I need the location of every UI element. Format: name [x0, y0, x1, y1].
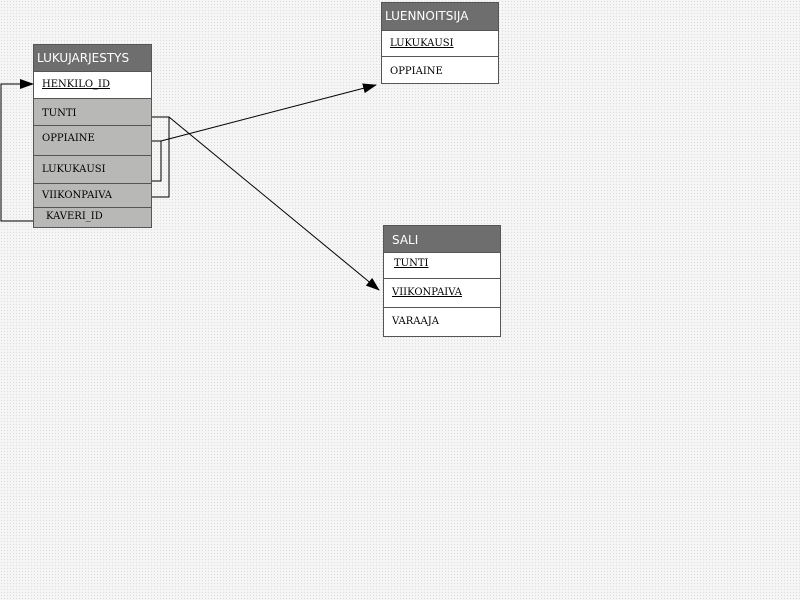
field-henkilo-id[interactable]: HENKILO_ID: [34, 71, 151, 98]
bracket-tunti-viikonpaiva: [152, 116, 170, 198]
bracket-oppiaine-lukukausi: [152, 140, 162, 182]
relation-to-sali: [168, 116, 380, 291]
table-header-luennoitsija: LUENNOITSIJA: [382, 3, 498, 30]
field-oppiaine[interactable]: OPPIAINE: [34, 125, 151, 155]
field-label: OPPIAINE: [390, 66, 443, 77]
field-lukukausi[interactable]: LUKUKAUSI: [34, 155, 151, 183]
relation-to-luennoitsija: [160, 83, 377, 142]
table-header-lukujarjestys: LUKUJARJESTYS: [34, 45, 151, 71]
field-oppiaine[interactable]: OPPIAINE: [382, 56, 498, 83]
table-luennoitsija[interactable]: LUENNOITSIJA LUKUKAUSI OPPIAINE: [381, 2, 499, 84]
field-label: LUKUKAUSI: [390, 38, 454, 49]
field-kaveri-id[interactable]: KAVERI_ID: [34, 207, 151, 227]
field-label: LUKUKAUSI: [42, 164, 106, 175]
field-varaaja[interactable]: VARAAJA: [384, 307, 500, 336]
field-tunti[interactable]: TUNTI: [34, 98, 151, 125]
relation-kaveri-to-henkilo: [0, 79, 34, 222]
field-viikonpaiva[interactable]: VIIKONPAIVA: [384, 278, 500, 307]
field-label: OPPIAINE: [42, 133, 95, 144]
field-label: VIIKONPAIVA: [42, 190, 113, 201]
field-label: VARAAJA: [392, 316, 439, 327]
field-tunti[interactable]: TUNTI: [384, 252, 500, 278]
field-viikonpaiva[interactable]: VIIKONPAIVA: [34, 183, 151, 207]
table-header-sali: SALI: [384, 226, 500, 252]
field-label: VIIKONPAIVA: [392, 287, 463, 298]
field-label: HENKILO_ID: [42, 79, 110, 90]
field-label: KAVERI_ID: [46, 211, 103, 222]
table-sali[interactable]: SALI TUNTI VIIKONPAIVA VARAAJA: [383, 225, 501, 337]
table-lukujarjestys[interactable]: LUKUJARJESTYS HENKILO_ID TUNTI OPPIAINE …: [33, 44, 152, 228]
field-label: TUNTI: [42, 108, 77, 119]
field-label: TUNTI: [394, 258, 429, 269]
field-lukukausi[interactable]: LUKUKAUSI: [382, 30, 498, 56]
